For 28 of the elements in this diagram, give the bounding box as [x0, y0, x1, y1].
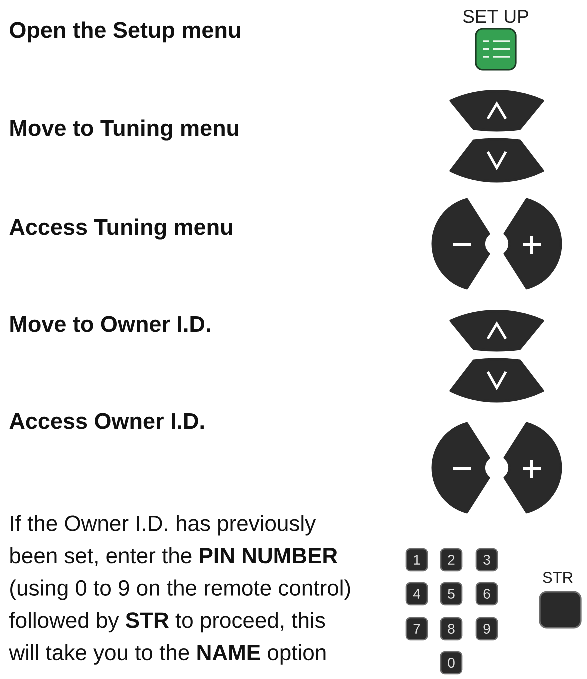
down-button: [450, 358, 544, 403]
up-button: [450, 90, 544, 132]
number-key: 4: [406, 582, 428, 606]
minus-button: [432, 422, 490, 514]
number-key: 0: [440, 651, 463, 675]
node-label: SET UP: [463, 10, 528, 24]
number-key: 2: [440, 548, 463, 572]
number-key: 5: [440, 582, 463, 606]
step-heading: Access Tuning menu: [10, 218, 232, 240]
number-key: 3: [476, 548, 498, 572]
number-key: 9: [476, 617, 498, 641]
step-heading: Move to Owner I.D.: [10, 316, 210, 332]
number-key: 8: [440, 617, 463, 641]
minus-button: [432, 198, 490, 290]
plus-button: [504, 198, 562, 290]
step-heading: Open the Setup menu: [10, 22, 240, 43]
instruction-paragraph: If the Owner I.D. has previously been set, enter the PIN NUMBER (using 0 to 9 on the remote control) followed by STR to proceed, this will take you to the NAME option: [9, 515, 350, 665]
plus-button: [504, 422, 562, 514]
setup-button: SET UP: [463, 10, 528, 71]
down-button: [450, 138, 544, 183]
number-key: 6: [476, 582, 498, 606]
node-label: STR: [543, 572, 573, 584]
up-button: [450, 310, 544, 352]
step-heading: Access Owner I.D.: [10, 413, 204, 430]
str-button: STR: [539, 572, 582, 629]
number-key: 1: [406, 548, 428, 572]
step-heading: Move to Tuning menu: [10, 120, 239, 141]
number-key: 7: [406, 617, 428, 641]
